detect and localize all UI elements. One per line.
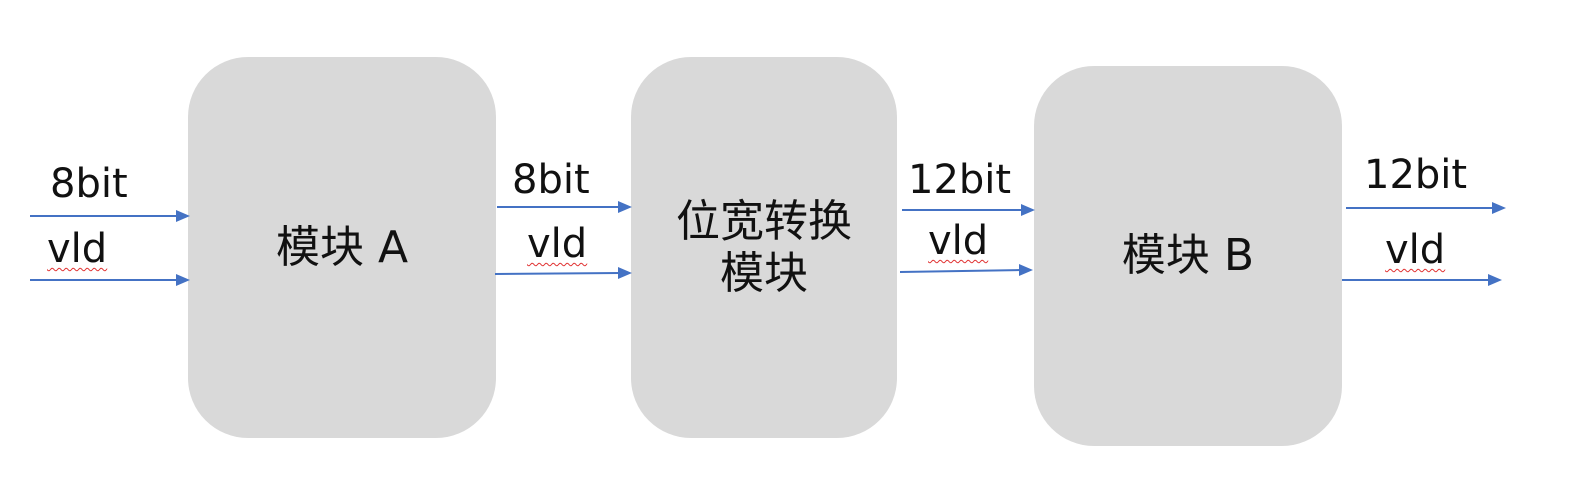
output-valid-label: vld: [1385, 227, 1446, 273]
input-data-arrow: [30, 210, 190, 222]
block-width-converter-title-line1: 位宽转换: [676, 196, 852, 248]
a-to-converter-valid-label: vld: [527, 221, 588, 267]
output-data-label: 12bit: [1364, 152, 1468, 198]
output-valid-arrow: [1342, 274, 1502, 286]
a-to-converter-data-arrow: [497, 201, 632, 213]
a-to-converter-data-label: 8bit: [512, 157, 590, 203]
converter-to-b-data-label: 12bit: [908, 157, 1012, 203]
a-to-converter-valid-arrow: [494, 267, 632, 279]
input-data-label: 8bit: [50, 161, 128, 207]
block-width-converter-title-line2: 模块: [720, 247, 808, 299]
block-module-a-title: 模块 A: [275, 221, 409, 273]
block-module-b: 模块 B: [1034, 66, 1342, 446]
converter-to-b-data-arrow: [902, 204, 1035, 216]
input-valid-label: vld: [47, 226, 108, 272]
converter-to-b-valid-label: vld: [928, 218, 989, 264]
block-width-converter: 位宽转换 模块: [631, 57, 897, 438]
input-valid-arrow: [30, 274, 190, 286]
block-module-a: 模块 A: [188, 57, 496, 438]
block-module-b-title: 模块 B: [1121, 230, 1255, 282]
output-data-arrow: [1346, 202, 1506, 214]
converter-to-b-valid-arrow: [899, 264, 1033, 276]
